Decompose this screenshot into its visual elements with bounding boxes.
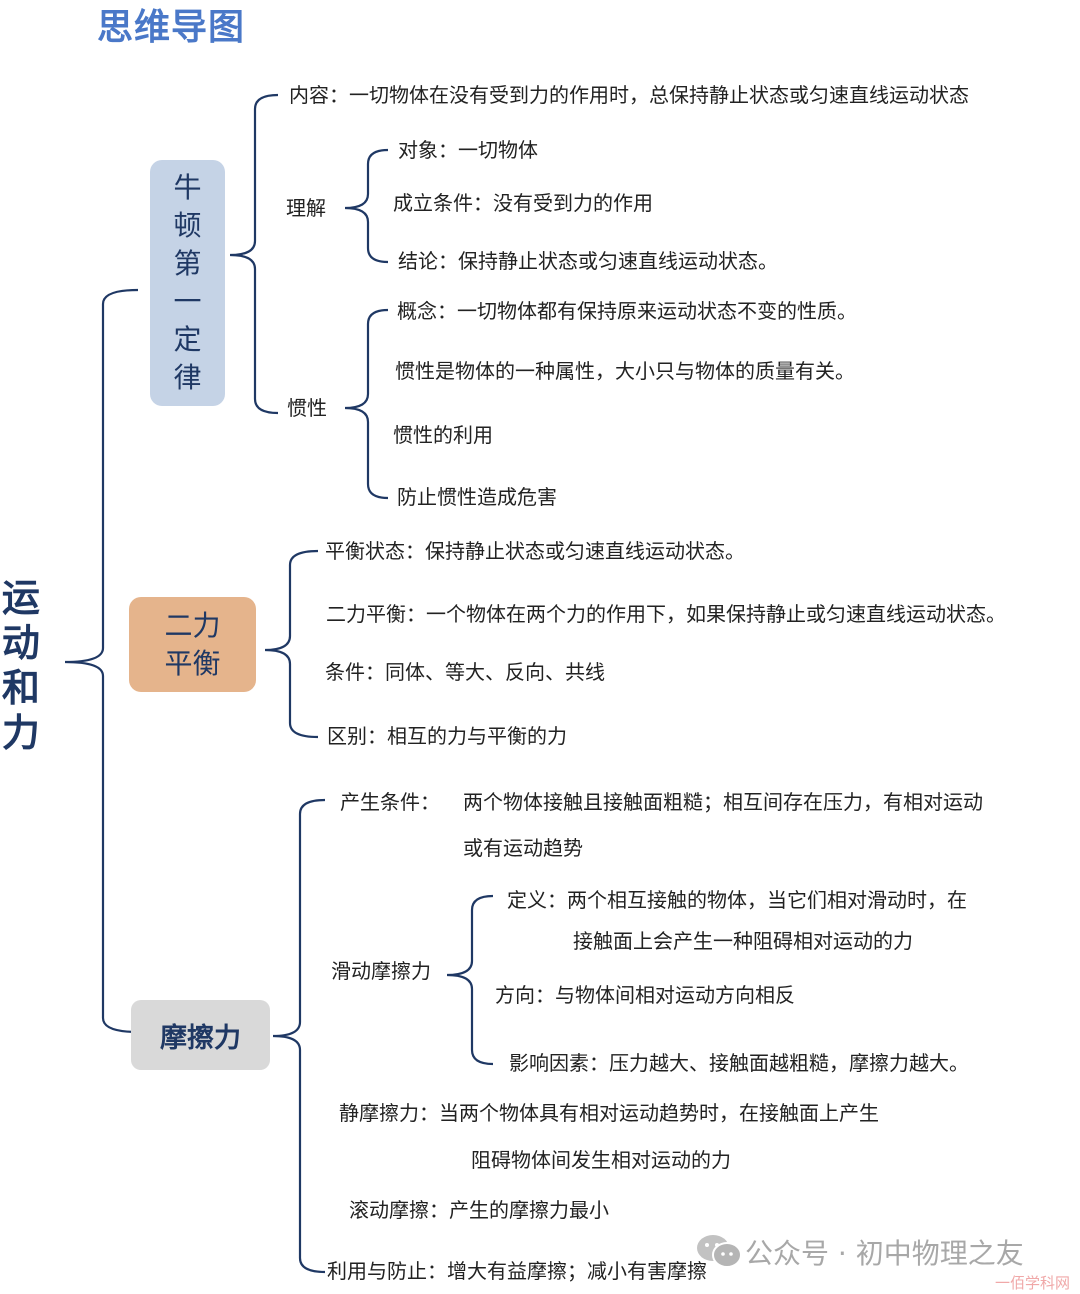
friction-conditions: 或有运动趋势: [463, 836, 583, 860]
friction-conditions: 两个物体接触且接触面粗糙；相互间存在压力，有相对运动: [463, 790, 983, 814]
balance-item: 平衡状态：保持静止状态或匀速直线运动状态。: [325, 539, 745, 563]
inertia-item: 惯性的利用: [393, 423, 493, 447]
node-friction: 摩擦力: [131, 1000, 270, 1070]
node-label: 牛顿第一定律: [173, 171, 202, 394]
newton-content: 内容：一切物体在没有受到力的作用时，总保持静止状态或匀速直线运动状态: [289, 83, 969, 107]
inertia-item: 概念：一切物体都有保持原来运动状态不变的性质。: [397, 299, 857, 323]
static-friction: 静摩擦力：当两个物体具有相对运动趋势时，在接触面上产生: [339, 1101, 879, 1125]
watermark-text: 公众号 · 初中物理之友: [745, 1237, 1024, 1270]
understanding-item: 结论：保持静止状态或匀速直线运动状态。: [398, 249, 778, 273]
node-label: 二力平衡: [164, 608, 221, 680]
node-label: 摩擦力: [160, 1022, 241, 1054]
inertia-item: 防止惯性造成危害: [397, 485, 557, 509]
friction-conditions-label: 产生条件：: [340, 790, 440, 814]
watermark-site: 一佰学科网: [995, 1274, 1071, 1292]
sliding-definition: 接触面上会产生一种阻碍相对运动的力: [573, 929, 913, 953]
wechat-icon: [697, 1235, 742, 1268]
sliding-definition: 定义：两个相互接触的物体，当它们相对滑动时，在: [507, 888, 967, 912]
friction-brace: [272, 798, 326, 1274]
inertia-brace: [344, 308, 389, 500]
sliding-friction-label: 滑动摩擦力: [331, 959, 431, 983]
understanding-brace: [344, 148, 389, 264]
sliding-brace: [446, 894, 494, 1066]
understanding-item: 对象：一切物体: [398, 138, 538, 162]
balance-item: 条件：同体、等大、反向、共线: [325, 660, 605, 684]
understanding-label: 理解: [286, 196, 326, 220]
root-node: 运动和力: [1, 576, 40, 755]
balance-brace: [264, 549, 319, 739]
balance-item: 二力平衡：一个物体在两个力的作用下，如果保持静止或匀速直线运动状态。: [326, 602, 1006, 626]
node-newton-first-law: 牛顿第一定律: [150, 160, 225, 406]
understanding-item: 成立条件：没有受到力的作用: [393, 191, 653, 215]
page-title: 思维导图: [97, 7, 246, 48]
inertia-label: 惯性: [287, 396, 327, 420]
root-brace: [64, 288, 139, 1034]
friction-use: 利用与防止：增大有益摩擦；减小有害摩擦: [327, 1259, 707, 1283]
rolling-friction: 滚动摩擦：产生的摩擦力最小: [349, 1198, 609, 1222]
sliding-factors: 影响因素：压力越大、接触面越粗糙，摩擦力越大。: [509, 1051, 969, 1075]
newton-brace: [229, 93, 279, 415]
inertia-item: 惯性是物体的一种属性，大小只与物体的质量有关。: [395, 359, 855, 383]
node-two-force-balance: 二力平衡: [129, 597, 256, 692]
static-friction: 阻碍物体间发生相对运动的力: [471, 1148, 731, 1172]
sliding-direction: 方向：与物体间相对运动方向相反: [495, 983, 795, 1007]
balance-item: 区别：相互的力与平衡的力: [327, 724, 567, 748]
